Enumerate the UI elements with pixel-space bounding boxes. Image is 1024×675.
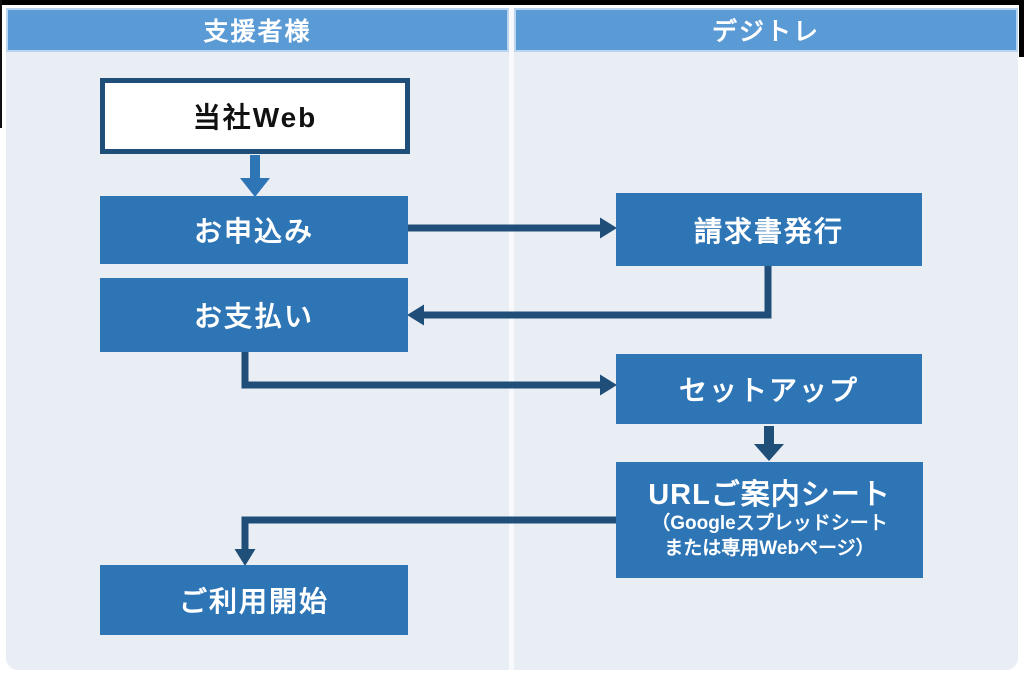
node-invoice: 請求書発行	[616, 193, 922, 266]
column-header-supporter: 支援者様	[6, 8, 509, 52]
node-payment: お支払い	[100, 278, 408, 352]
node-start-use-label: ご利用開始	[178, 586, 329, 617]
node-apply-label: お申込み	[193, 216, 314, 247]
node-company-web-label: 当社Web	[192, 102, 318, 133]
node-invoice-label: 請求書発行	[693, 215, 844, 247]
node-company-web: 当社Web	[100, 78, 410, 154]
node-url-sheet-note-line2: または専用Webページ）	[664, 537, 875, 559]
column-header-digitore: デジトレ	[514, 8, 1018, 52]
node-start-use: ご利用開始	[100, 565, 408, 635]
node-setup: セットアップ	[616, 354, 922, 424]
frame-border-top	[2, 0, 1022, 5]
column-header-digitore-label: デジトレ	[711, 18, 820, 46]
column-header-supporter-label: 支援者様	[203, 18, 312, 46]
frame-border-left	[0, 0, 2, 128]
node-apply: お申込み	[100, 196, 408, 264]
node-url-sheet-label: URLご案内シート	[648, 478, 891, 511]
node-url-sheet: URLご案内シート （Googleスプレッドシート または専用Webページ）	[616, 462, 923, 578]
frame-border-right	[1019, 0, 1024, 57]
node-setup-label: セットアップ	[678, 375, 859, 406]
column-divider	[509, 8, 514, 670]
node-url-sheet-note-line1: （Googleスプレッドシート	[651, 512, 888, 534]
node-payment-label: お支払い	[193, 301, 314, 332]
